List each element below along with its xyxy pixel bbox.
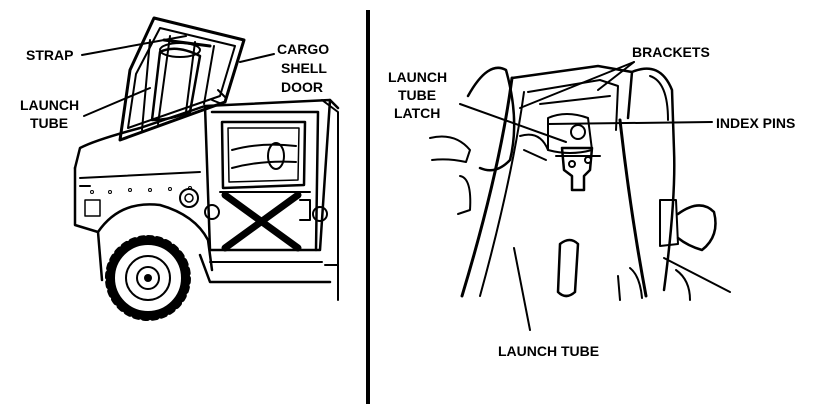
label-index-pins: INDEX PINS: [716, 115, 795, 131]
strap-leader: [81, 35, 187, 56]
label-latch-line2: TUBE: [398, 87, 436, 103]
brackets-leader-2: [597, 61, 635, 91]
rear-wheel: [104, 235, 191, 321]
label-cargo-line1: CARGO: [277, 41, 329, 57]
label-launch-tube-latch: LAUNCH TUBE LATCH: [388, 69, 447, 121]
label-strap: STRAP: [26, 47, 73, 63]
label-brackets: BRACKETS: [632, 44, 710, 60]
label-cargo-shell-door: CARGO SHELL DOOR: [277, 41, 329, 95]
brackets-leader-1: [519, 61, 635, 109]
left-leader-lines: [81, 35, 275, 117]
label-launch-tube-left-line1: LAUNCH: [20, 97, 79, 113]
label-launch-tube-left-line2: TUBE: [30, 115, 68, 131]
vehicle-illustration: [73, 16, 340, 321]
cargo-shell-door: [118, 16, 246, 142]
label-latch-line3: LATCH: [394, 105, 440, 121]
launch-tube-latch-leader: [459, 103, 567, 143]
label-latch-line1: LAUNCH: [388, 69, 447, 85]
launch-tube-leader: [83, 87, 151, 117]
label-launch-tube-left: LAUNCH TUBE: [20, 97, 79, 131]
launch-tube-bottom-leader: [513, 247, 531, 331]
label-launch-tube-bottom: LAUNCH TUBE: [498, 343, 599, 359]
index-pins-leader: [547, 121, 713, 125]
label-cargo-line2: SHELL: [281, 60, 327, 76]
latch-detail-illustration: [429, 64, 731, 301]
right-leader-lines: [459, 61, 713, 331]
label-cargo-line3: DOOR: [281, 79, 323, 95]
cargo-shell-door-leader: [239, 53, 275, 63]
